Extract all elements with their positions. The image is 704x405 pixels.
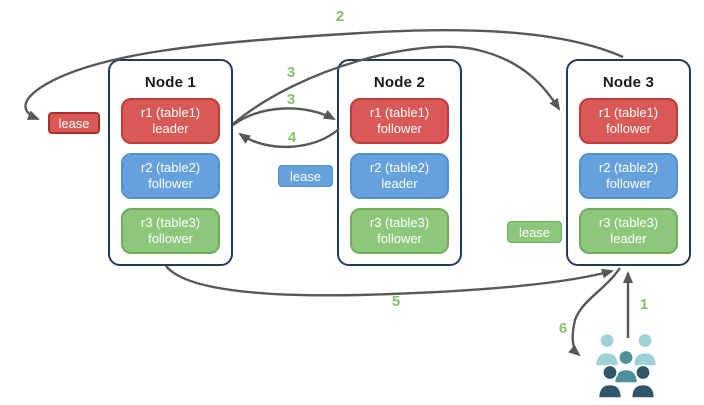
arrow-step6-response-to-client	[568, 267, 621, 357]
node1-replica-r1: r1 (table1) leader	[121, 98, 220, 144]
replica-name: r1 (table1)	[369, 104, 430, 120]
step-label-5: 5	[391, 293, 401, 310]
replica-role: follower	[606, 121, 651, 136]
step-label-3a: 3	[286, 64, 296, 81]
step-label-4: 4	[287, 129, 297, 146]
user-back-left-icon	[594, 332, 620, 367]
user-middle-icon	[613, 349, 639, 384]
user-front-left-icon	[597, 364, 623, 399]
lease-badge-green: lease	[507, 221, 562, 243]
node3-replica-r2: r2 (table2) follower	[579, 153, 678, 199]
node-1-title: Node 1	[144, 74, 197, 91]
node-2-box: Node 2 r1 (table1) follower r2 (table2) …	[337, 59, 462, 266]
users-group-icon	[594, 332, 658, 399]
replica-role: leader	[381, 176, 418, 191]
node2-replica-r1: r1 (table1) follower	[350, 98, 449, 144]
node-3-box: Node 3 r1 (table1) follower r2 (table2) …	[566, 59, 691, 266]
node2-replica-r2: r2 (table2) leader	[350, 153, 449, 199]
step-label-6: 6	[558, 320, 568, 337]
replica-role: leader	[610, 231, 647, 246]
node3-replica-r3: r3 (table3) leader	[579, 208, 678, 254]
node-3-title: Node 3	[602, 74, 655, 91]
user-back-right-icon	[632, 332, 658, 367]
node1-replica-r3: r3 (table3) follower	[121, 208, 220, 254]
replica-name: r1 (table1)	[140, 104, 201, 120]
replica-name: r2 (table2)	[598, 159, 659, 175]
replica-name: r2 (table2)	[369, 159, 430, 175]
step-label-3b: 3	[286, 91, 296, 108]
node1-replica-r2: r2 (table2) follower	[121, 153, 220, 199]
node3-replica-r1: r1 (table1) follower	[579, 98, 678, 144]
replica-name: r3 (table3)	[369, 214, 430, 230]
lease-badge-blue: lease	[278, 165, 333, 187]
arrow-step3-replicate-to-node2	[232, 107, 336, 126]
node-1-box: Node 1 r1 (table1) leader r2 (table2) fo…	[108, 59, 233, 266]
node-2-title: Node 2	[373, 74, 426, 91]
node2-replica-r3: r3 (table3) follower	[350, 208, 449, 254]
lease-badge-red: lease	[48, 112, 100, 134]
step-label-1: 1	[639, 296, 649, 313]
replica-role: follower	[148, 231, 193, 246]
step-label-2: 2	[335, 8, 345, 25]
user-front-right-icon	[630, 364, 656, 399]
replica-name: r2 (table2)	[140, 159, 201, 175]
replica-name: r1 (table1)	[598, 104, 659, 120]
replica-name: r3 (table3)	[598, 214, 659, 230]
replica-role: follower	[377, 231, 422, 246]
arrow-step5-response-to-gateway	[165, 265, 614, 297]
replica-role: follower	[377, 121, 422, 136]
replica-name: r3 (table3)	[140, 214, 201, 230]
replica-role: follower	[606, 176, 651, 191]
replica-role: leader	[152, 121, 189, 136]
replica-role: follower	[148, 176, 193, 191]
